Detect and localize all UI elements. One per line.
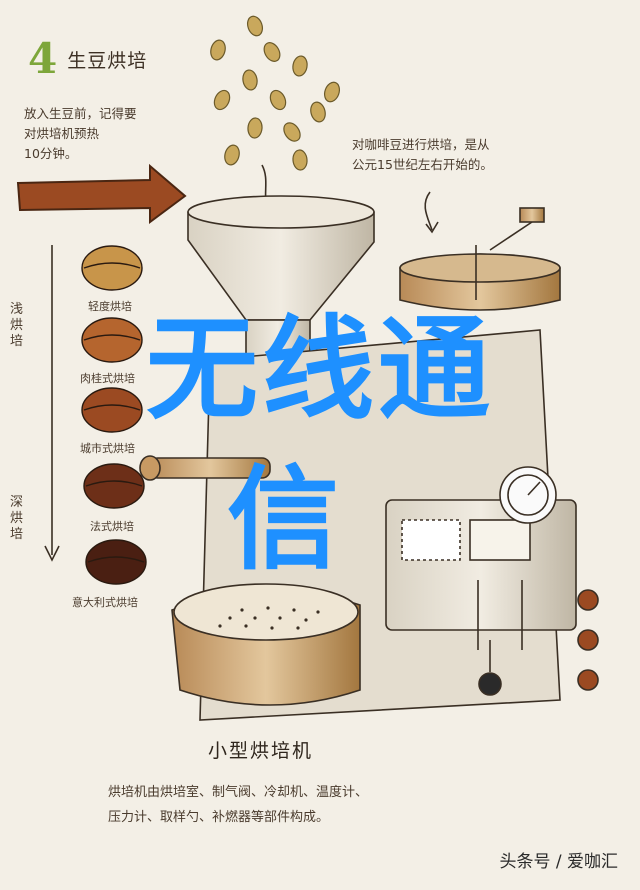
overlay-caption: 无线通 信	[60, 295, 580, 595]
history-note: 对咖啡豆进行烘培，是从 公元15世纪左右开始的。	[352, 135, 592, 175]
roast-scale-light: 浅烘培	[10, 302, 24, 349]
history-line: 公元15世纪左右开始的。	[352, 157, 493, 172]
step-title: 生豆烘培	[67, 49, 148, 72]
roast-level-label: 轻度烘培	[88, 300, 132, 313]
curved-arrow-icon	[424, 191, 433, 231]
roast-level-label: 城市式烘培	[80, 442, 135, 455]
step-number: 4	[28, 34, 58, 83]
intro-note: 放入生豆前，记得要 对烘培机预热 10分钟。	[24, 104, 214, 164]
machine-description: 烘培机由烘培室、制气阀、冷却机、温度计、 压力计、取样勺、补燃器等部件构成。	[108, 780, 568, 830]
intro-line: 10分钟。	[24, 146, 78, 161]
history-line: 对咖啡豆进行烘培，是从	[352, 137, 490, 152]
roast-beans	[81, 245, 147, 585]
watermark: 头条号 / 爱咖汇	[499, 852, 618, 872]
overlay-line-2: 信	[227, 455, 343, 585]
roast-scale-dark: 深烘培	[10, 495, 24, 542]
overlay-line-1: 无线通	[146, 305, 494, 435]
description-line: 烘培机由烘培室、制气阀、冷却机、温度计、	[108, 785, 369, 800]
roast-level-label: 肉桂式烘培	[80, 372, 135, 385]
cooling-drum	[399, 207, 561, 311]
sampler-handle	[139, 455, 271, 481]
description-line: 压力计、取样勺、补燃器等部件构成。	[108, 810, 330, 825]
cooling-tray	[171, 583, 361, 706]
machine-title: 小型烘培机	[208, 740, 314, 762]
roast-level-label: 意大利式烘培	[72, 596, 138, 609]
intro-line: 对烘培机预热	[24, 126, 100, 141]
roast-level-label: 法式烘培	[90, 520, 134, 533]
step-heading: 4 生豆烘培	[28, 38, 147, 80]
intro-line: 放入生豆前，记得要	[24, 106, 137, 121]
arrow-icon	[16, 163, 187, 224]
falling-beans	[210, 15, 341, 171]
